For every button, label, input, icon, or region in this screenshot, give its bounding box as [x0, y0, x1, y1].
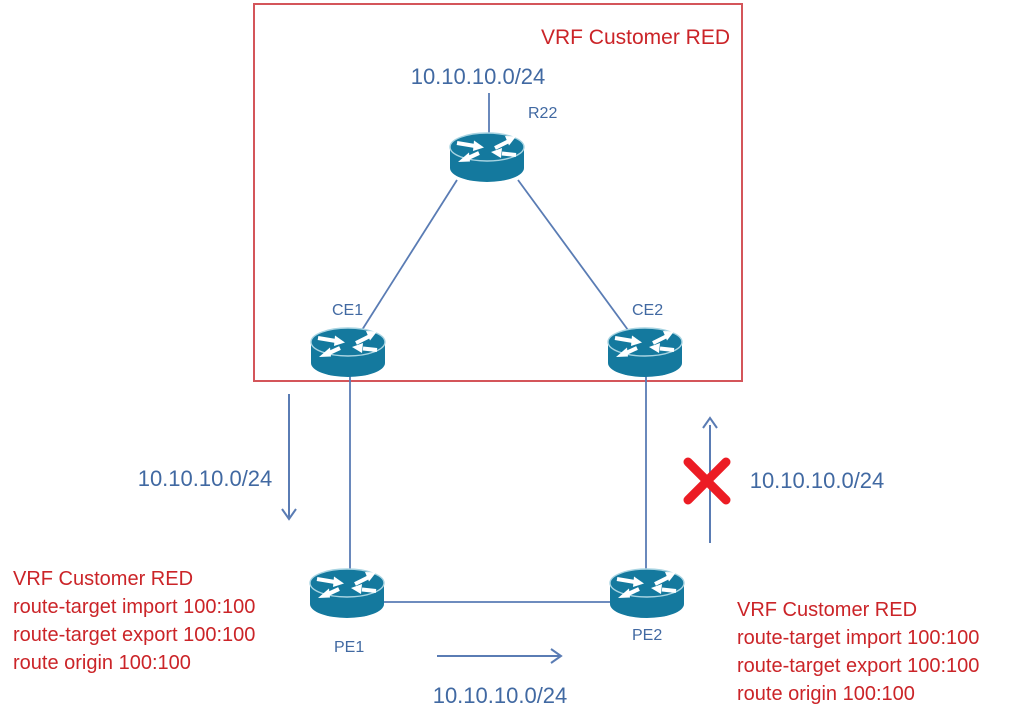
prefix-label-top: 10.10.10.0/24: [410, 64, 546, 89]
pe2-vrf-config-note: VRF Customer RED route-target import 100…: [737, 596, 979, 708]
vrf-note-line: route origin 100:100: [13, 652, 191, 674]
router-icon-pe2: [609, 568, 685, 620]
arrow-right-icon: [437, 648, 563, 664]
blocked-x-icon: [683, 457, 731, 505]
router-icon-pe1: [309, 568, 385, 620]
arrow-down-icon: [281, 394, 297, 521]
vrf-note-line: route-target export 100:100: [13, 624, 256, 646]
pe1-vrf-config-note: VRF Customer RED route-target import 100…: [13, 565, 255, 677]
vrf-note-line: route-target import 100:100: [13, 596, 256, 618]
router-icon-r22: [449, 132, 525, 184]
node-label-pe2: PE2: [632, 627, 663, 644]
prefix-label-ce1-pe1: 10.10.10.0/24: [137, 466, 273, 491]
node-label-ce1: CE1: [332, 302, 364, 319]
node-label-ce2: CE2: [632, 302, 664, 319]
prefix-label-pe1-pe2: 10.10.10.0/24: [432, 683, 568, 708]
link-r22-ce1: [361, 179, 458, 331]
router-icon-ce2: [607, 327, 683, 379]
router-icon-ce1: [310, 327, 386, 379]
vrf-box-title: VRF Customer RED: [540, 26, 730, 49]
vrf-note-line: VRF Customer RED: [13, 568, 194, 590]
vrf-note-line: route origin 100:100: [737, 683, 915, 705]
vrf-note-line: route-target import 100:100: [737, 627, 980, 649]
node-label-r22: R22: [528, 105, 558, 122]
vrf-customer-red-box: [253, 3, 743, 382]
node-label-pe1: PE1: [334, 639, 365, 656]
vrf-note-line: route-target export 100:100: [737, 655, 980, 677]
prefix-label-ce2-pe2-blocked: 10.10.10.0/24: [749, 468, 885, 493]
vrf-note-line: VRF Customer RED: [737, 599, 918, 621]
link-r22-ce2: [517, 179, 629, 331]
